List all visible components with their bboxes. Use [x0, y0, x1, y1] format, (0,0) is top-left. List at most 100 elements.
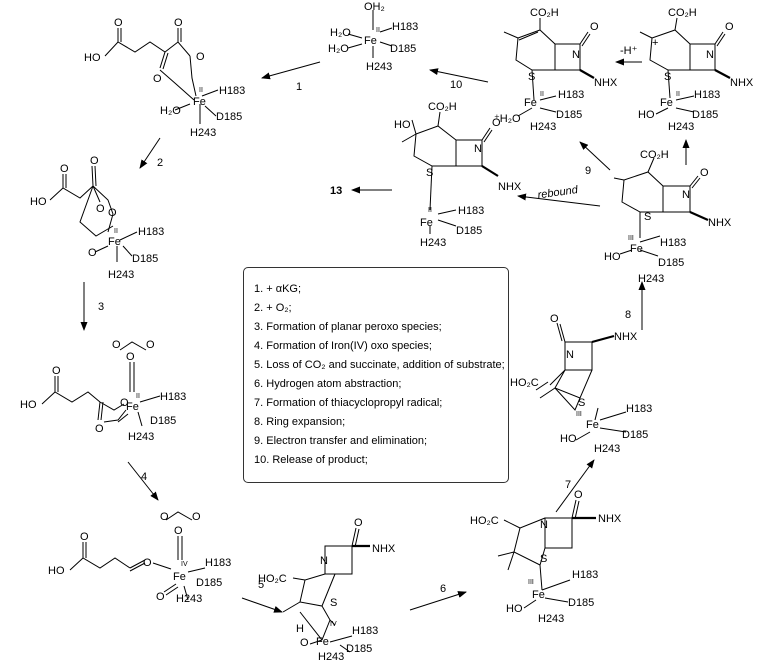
ligand-h183: H183 [205, 557, 231, 569]
step-label-rebound: rebound [537, 184, 580, 202]
atom-s: S [644, 211, 651, 223]
ligand-d185: D185 [556, 109, 582, 121]
atom-ho: HO [394, 119, 411, 131]
ligand-h183: H183 [626, 403, 652, 415]
ligand-h243: H243 [108, 269, 134, 281]
complex-rebound-product [401, 111, 499, 234]
atom-nhx: NHX [614, 331, 638, 343]
arrow-step-6 [409, 591, 467, 611]
ligand-d185: D185 [390, 43, 416, 55]
atom-co2h: CO₂H [530, 7, 559, 19]
ligand-d185: D185 [196, 577, 222, 589]
ox-state: II [114, 228, 118, 235]
legend-num: 10. [254, 454, 270, 466]
atom-ho: HO [84, 52, 101, 64]
ligand-h183: H183 [219, 85, 245, 97]
atom-ho: HO [604, 251, 621, 263]
atom-nhx: NHX [708, 217, 732, 229]
legend-item: 10. Release of product; [254, 451, 508, 470]
ligand-h243: H243 [128, 431, 154, 443]
complex-feiv-oxo [69, 511, 206, 601]
ox-state: II [540, 91, 544, 98]
legend-text: Formation of thiacyclopropyl radical; [266, 397, 443, 409]
atom-fe: Fe [586, 419, 599, 431]
ligand-h183: H183 [138, 226, 164, 238]
atom-o: O [60, 163, 69, 175]
ligand-h183: H183 [694, 89, 720, 101]
legend-item: 7. Formation of thiacyclopropyl radical; [254, 394, 508, 413]
atom-fe: Fe [126, 401, 139, 413]
atom-o: O [120, 397, 129, 409]
atom-o: O [96, 203, 105, 215]
ligand-h183: H183 [558, 89, 584, 101]
atom-s: S [578, 397, 585, 409]
atom-o: O [725, 21, 734, 33]
legend-num: 8. [254, 416, 264, 428]
atom-fe: Fe [364, 35, 377, 47]
ligand-h243: H243 [530, 121, 556, 133]
atom-fe: Fe [524, 97, 537, 109]
legend-text: Loss of CO₂ and succinate, addition of s… [266, 359, 505, 371]
legend-list: 1. + αKG; 2. + O₂; 3. Formation of plana… [244, 268, 508, 470]
legend-num: 9. [254, 435, 264, 447]
atom-o: O [126, 351, 135, 363]
legend-item: 6. Hydrogen atom abstraction; [254, 375, 508, 394]
atom-n: N [572, 49, 580, 61]
ox-state: III [528, 579, 534, 586]
ligand-d185: D185 [216, 111, 242, 123]
atom-s: S [664, 71, 671, 83]
atom-co2h: CO₂H [640, 149, 669, 161]
ligand-d185: D185 [568, 597, 594, 609]
legend-text: + O₂; [266, 302, 292, 314]
ligand-h243: H243 [190, 127, 216, 139]
complex-cation [639, 17, 731, 115]
ligand-d185: D185 [346, 643, 372, 655]
atom-s: S [528, 71, 535, 83]
complex-resting-fe [347, 10, 393, 58]
arrow-step-4 [127, 461, 159, 501]
atom-o: O [354, 517, 363, 529]
arrow-step-7 [555, 459, 595, 513]
legend-num: 5. [254, 359, 264, 371]
atom-ho: HO [506, 603, 523, 615]
step-label-8: 8 [625, 309, 631, 321]
step-label-7: 7 [565, 479, 571, 491]
atom-fe: Fe [532, 589, 545, 601]
ligand-h183: H183 [160, 391, 186, 403]
atom-o: O [160, 511, 169, 523]
legend-num: 2. [254, 302, 264, 314]
legend-text: + αKG; [266, 283, 302, 295]
legend-text: Ring expansion; [266, 416, 346, 428]
atom-h2o: H₂O [330, 27, 351, 39]
atom-ho: HO [20, 399, 37, 411]
step-label-1: 1 [296, 81, 302, 93]
atom-fe: Fe [316, 636, 329, 648]
step-label-2: 2 [157, 157, 163, 169]
legend-text: Formation of planar peroxo species; [266, 321, 442, 333]
arrow-step-10 [429, 68, 489, 83]
atom-ho2c: HO₂C [470, 515, 499, 527]
ligand-h183: H183 [458, 205, 484, 217]
legend-item: 2. + O₂; [254, 299, 508, 318]
atom-ho: HO [48, 565, 65, 577]
complex-o2 [49, 165, 138, 262]
complex-ring-expanded [613, 157, 709, 257]
arrow-step-2 [139, 137, 161, 169]
atom-o: O [300, 637, 309, 649]
atom-s: S [330, 597, 337, 609]
atom-n: N [566, 349, 574, 361]
product-13-label: 13 [330, 185, 342, 197]
ligand-h183: H183 [660, 237, 686, 249]
arrow-rebound [517, 193, 601, 207]
legend-item: 9. Electron transfer and elimination; [254, 432, 508, 451]
step-label-10: 10 [450, 79, 462, 91]
legend-box: 1. + αKG; 2. + O₂; 3. Formation of plana… [243, 267, 509, 483]
atom-fe: Fe [193, 96, 206, 108]
atom-co2h: CO₂H [668, 7, 697, 19]
ligand-h183: H183 [572, 569, 598, 581]
atom-nhx: NHX [594, 77, 618, 89]
atom-nhx: NHX [598, 513, 622, 525]
ligand-h243: H243 [420, 237, 446, 249]
